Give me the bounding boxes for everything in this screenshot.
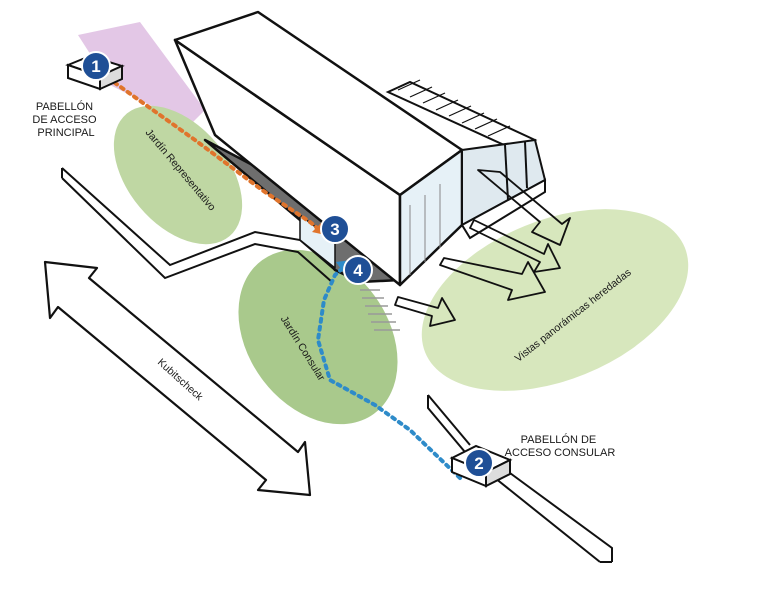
view-arrow-icon	[469, 219, 561, 273]
pabellon-consular-label: PABELLÓN DE ACCESO CONSULAR	[505, 433, 616, 459]
marker-1: 1	[81, 51, 111, 81]
numbered-circle-icon	[343, 255, 373, 285]
marker-1-number: 1	[91, 57, 100, 76]
vistas-zone	[421, 209, 689, 391]
main-building	[173, 10, 464, 287]
view-arrow-icon	[394, 296, 456, 327]
view-arrow-icon	[477, 169, 571, 246]
marker-4-number: 4	[353, 261, 363, 280]
crosswalk	[360, 289, 400, 331]
pabellon-principal-line-1: PABELLÓN	[36, 100, 93, 113]
marker-2-number: 2	[474, 454, 483, 473]
numbered-circle-icon	[320, 214, 350, 244]
principal-access-path	[106, 76, 324, 234]
marker-3-number: 3	[330, 220, 339, 239]
pabellon-principal-line-2: DE ACCESO	[32, 114, 97, 126]
consular-access-path	[315, 264, 462, 480]
pabellon-consular-line-2: ACCESO CONSULAR	[505, 447, 616, 459]
double-headed-arrow-icon	[43, 260, 312, 497]
marker-3: 3	[320, 214, 350, 244]
numbered-circle-icon	[81, 51, 111, 81]
pabellon-consular-line-1: PABELLÓN DE	[521, 433, 597, 446]
marker-2: 2	[464, 448, 494, 478]
marker-4: 4	[343, 255, 373, 285]
jardin-representativo-zone	[113, 105, 243, 245]
plaza-area	[78, 22, 205, 125]
pabellon-principal-line-3: PRINCIPAL	[37, 127, 94, 139]
site-walls	[61, 167, 613, 563]
numbered-circle-icon	[464, 448, 494, 478]
view-arrows	[394, 169, 571, 327]
pabellon-principal-label: PABELLÓN DE ACCESO PRINCIPAL	[32, 100, 99, 139]
view-arrow-icon	[439, 257, 546, 301]
